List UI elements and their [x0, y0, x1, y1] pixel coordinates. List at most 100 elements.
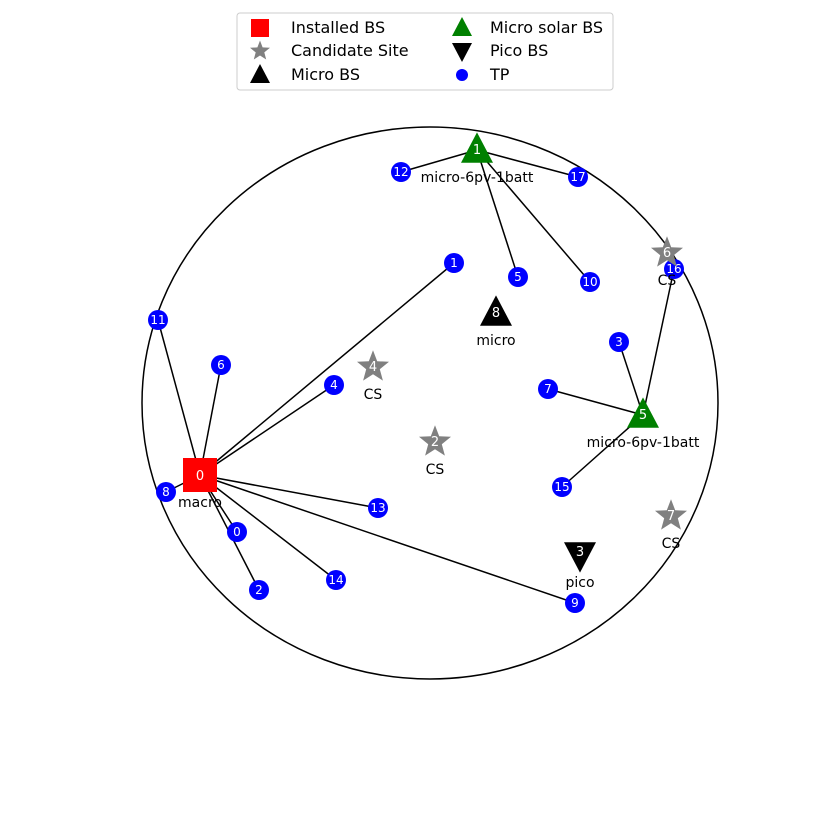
- installed-bs-marker: [183, 458, 217, 492]
- tp-id: 15: [554, 480, 569, 494]
- candidate-site-star: [655, 499, 687, 530]
- coverage-circle: [141, 126, 719, 680]
- legend-label: Micro BS: [291, 65, 360, 84]
- tp-circle: [148, 310, 168, 330]
- legend-marker: [250, 64, 270, 83]
- site-id: 5: [639, 408, 647, 423]
- tp-id: 5: [514, 270, 522, 284]
- site-id: 8: [492, 306, 500, 321]
- tp-circle: [552, 477, 572, 497]
- tp-marker: 8: [156, 482, 176, 502]
- legend-entry-tp: TP: [456, 65, 510, 84]
- tp-id: 1: [450, 256, 458, 270]
- link-site-0-tp-4: [199, 384, 335, 476]
- tp-marker: 12: [391, 162, 411, 182]
- tp-marker: 0: [227, 522, 247, 542]
- base-station-sites: 0macro1micro-6pv-1batt2CS3pico4CS5micro-…: [178, 132, 700, 591]
- tp-id: 2: [255, 583, 263, 597]
- link-site-1-tp-10: [476, 149, 591, 283]
- legend-box: [236, 12, 614, 91]
- tp-marker: 6: [211, 355, 231, 375]
- tp-marker: 3: [609, 332, 629, 352]
- link-site-5-tp-16: [642, 268, 675, 416]
- site-label: micro: [476, 333, 515, 349]
- tp-circle: [391, 162, 411, 182]
- micro-solar-bs-marker: [461, 132, 493, 163]
- tp-marker: 15: [552, 477, 572, 497]
- legend-label: TP: [489, 65, 510, 84]
- tp-circle: [580, 272, 600, 292]
- tp-circle: [664, 259, 684, 279]
- tp-id: 10: [582, 275, 597, 289]
- candidate-site-star: [651, 236, 683, 267]
- site-id: 7: [667, 509, 675, 524]
- tp-marker: 9: [565, 593, 585, 613]
- site-id: 6: [663, 246, 671, 261]
- site-label: micro-6pv-1batt: [587, 435, 700, 451]
- tp-id: 8: [162, 485, 170, 499]
- tp-circle: [568, 167, 588, 187]
- tp-circle: [609, 332, 629, 352]
- tp-id: 3: [615, 335, 623, 349]
- legend-marker: [250, 40, 270, 60]
- site-0: 0 macro: [178, 458, 222, 511]
- candidate-site-star: [419, 425, 451, 456]
- tp-id: 11: [150, 313, 165, 327]
- legend-marker: [251, 19, 269, 37]
- tp-circle: [324, 375, 344, 395]
- site-label: micro-6pv-1batt: [421, 170, 534, 186]
- site-5: 5 micro-6pv-1batt: [587, 397, 700, 451]
- tp-circle: [156, 482, 176, 502]
- tp-id: 0: [233, 525, 241, 539]
- legend-entry-installed: Installed BS: [251, 18, 385, 37]
- tp-circle: [368, 498, 388, 518]
- legend-label: Candidate Site: [291, 41, 409, 60]
- link-site-0-tp-6: [199, 364, 222, 476]
- link-site-0-tp-1: [199, 262, 455, 476]
- tp-circle: [538, 379, 558, 399]
- link-site-1-tp-12: [400, 149, 478, 173]
- legend-entry-micro: Micro BS: [250, 64, 360, 84]
- link-site-1-tp-5: [476, 149, 519, 278]
- site-1: 1 micro-6pv-1batt: [421, 132, 534, 186]
- site-id: 4: [369, 360, 377, 375]
- link-site-0-tp-13: [199, 474, 379, 509]
- legend-marker: [452, 17, 472, 36]
- site-label: CS: [658, 273, 677, 289]
- site-id: 0: [196, 469, 204, 484]
- site-label: CS: [426, 462, 445, 478]
- tp-marker: 5: [508, 267, 528, 287]
- tp-id: 17: [570, 170, 585, 184]
- micro-solar-bs-marker: [627, 397, 659, 428]
- tp-marker: 4: [324, 375, 344, 395]
- link-site-5-tp-7: [547, 388, 644, 416]
- site-label: CS: [662, 536, 681, 552]
- tp-id: 9: [571, 596, 579, 610]
- tp-circle: [326, 570, 346, 590]
- coverage-area: [141, 126, 719, 680]
- legend-label: Installed BS: [291, 18, 385, 37]
- tp-circle: [227, 522, 247, 542]
- site-id: 1: [473, 143, 481, 158]
- tp-id: 6: [217, 358, 225, 372]
- site-6: 6CS: [651, 236, 683, 289]
- tp-circle: [508, 267, 528, 287]
- tp-id: 7: [544, 382, 552, 396]
- link-site-0-tp-14: [199, 474, 337, 581]
- legend-entry-micro_solar: Micro solar BS: [452, 17, 603, 37]
- site-label: CS: [364, 387, 383, 403]
- site-id: 2: [431, 435, 439, 450]
- site-4: 4CS: [357, 350, 389, 403]
- site-7: 7CS: [655, 499, 687, 552]
- tp-marker: 14: [326, 570, 346, 590]
- site-label: macro: [178, 495, 222, 511]
- tp-marker: 7: [538, 379, 558, 399]
- site-2: 2CS: [419, 425, 451, 478]
- legend-entry-pico: Pico BS: [452, 41, 548, 62]
- tp-circle: [444, 253, 464, 273]
- tp-marker: 2: [249, 580, 269, 600]
